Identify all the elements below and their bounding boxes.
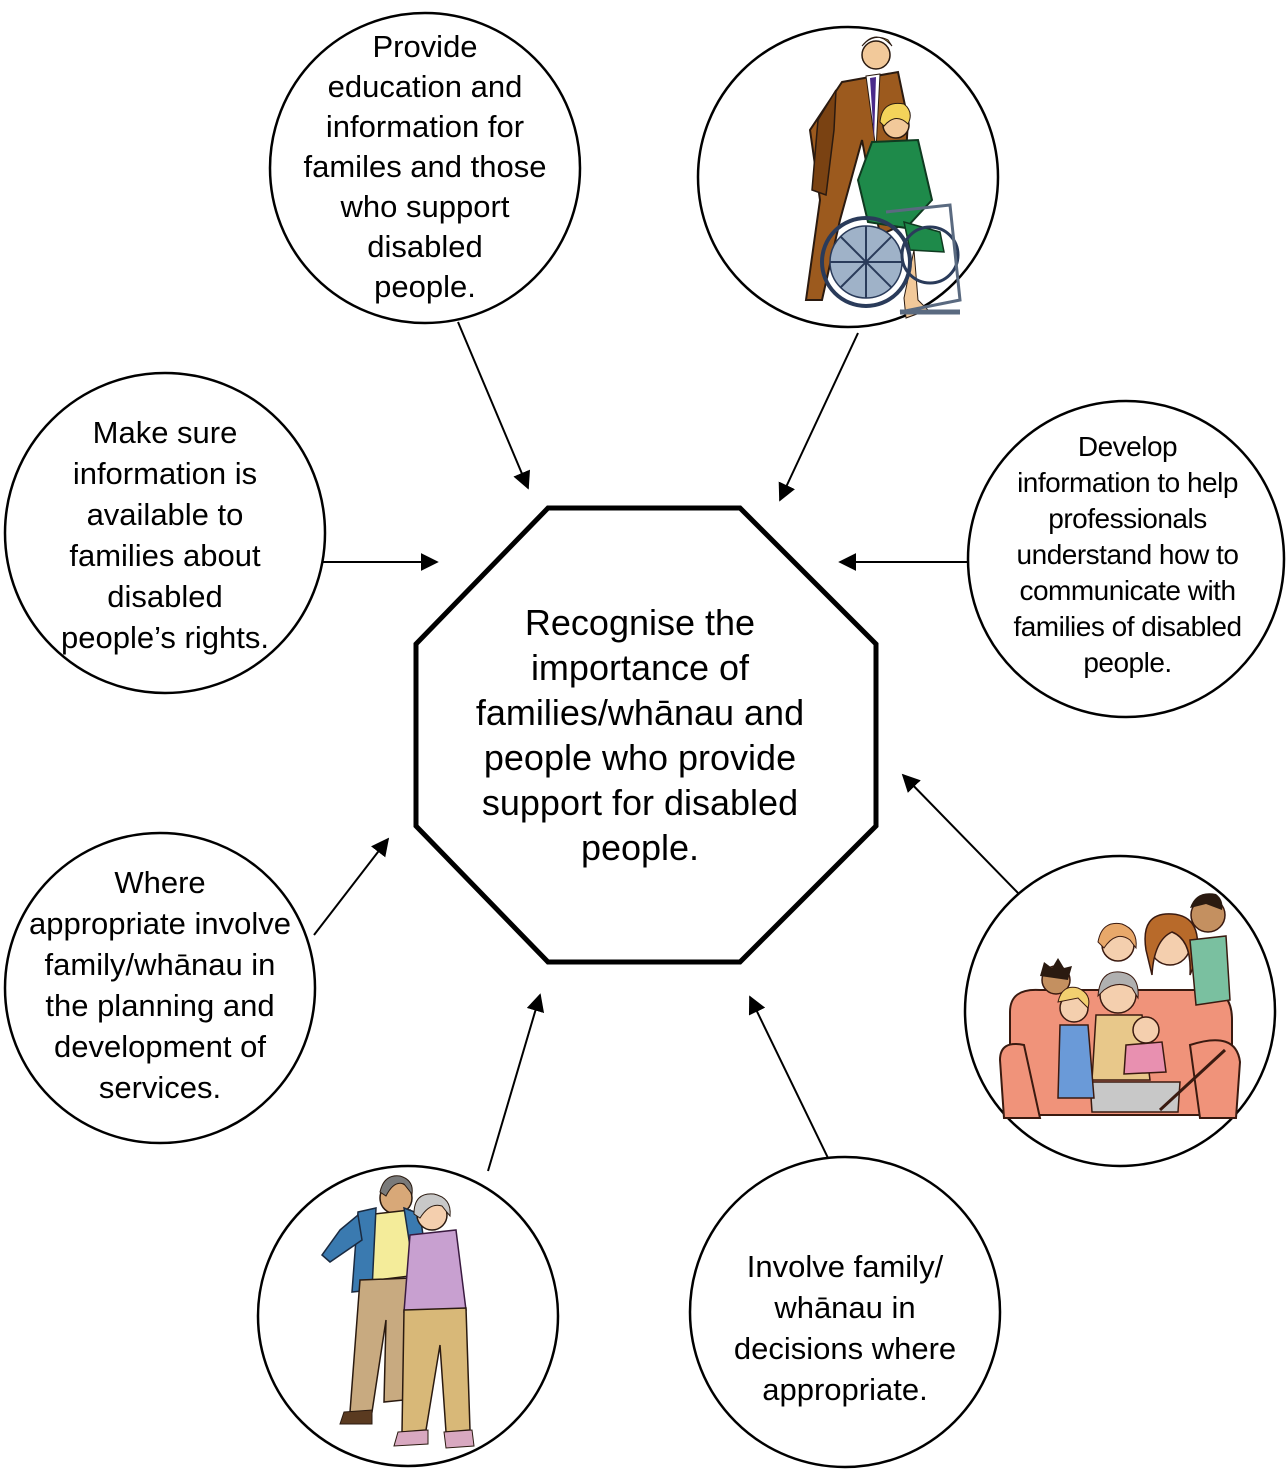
arrow-lower-right [901, 773, 1019, 894]
arrow-top-right [778, 332, 859, 502]
node-circle-right [966, 399, 1286, 719]
node-circle-lower-left [3, 831, 317, 1145]
node-text-left: Make sure information is available to fa… [61, 415, 269, 655]
node-circle-bottom-right [688, 1155, 1002, 1469]
arrow-top [457, 321, 530, 490]
node-text-lower-left: Where appropriate involve family/whānau … [29, 865, 291, 1105]
elderly-couple-clipart [320, 1175, 475, 1449]
family-group-clipart [998, 893, 1242, 1119]
node-circle-left [3, 371, 327, 695]
node-text-bottom-right: Involve family/ whānau in decisions wher… [733, 1248, 957, 1407]
arrow-bottom-left [487, 993, 545, 1172]
node-circle-top [268, 11, 582, 325]
arrow-lower-left [313, 837, 390, 936]
node-text-top: Provide education and information for fa… [303, 29, 547, 304]
wheelchair-user-clipart [804, 36, 962, 319]
arrow-bottom-right [748, 995, 829, 1159]
node-text-right: Develop information to help professional… [1013, 431, 1242, 678]
center-octagon [413, 505, 879, 965]
center-text: Recognise the importance of families/whā… [475, 602, 805, 868]
